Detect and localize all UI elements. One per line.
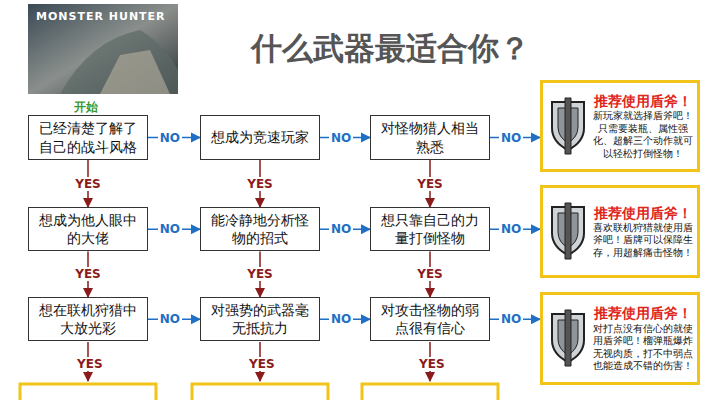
question-box: 想成为竞速玩家 bbox=[200, 115, 320, 160]
edge-label: YES bbox=[73, 267, 103, 281]
question-box: 对强势的武器毫无抵抗力 bbox=[200, 297, 320, 341]
edge-label: NO bbox=[158, 131, 182, 145]
logo-monster bbox=[100, 50, 170, 94]
edge-label: YES bbox=[247, 357, 277, 371]
next-box bbox=[362, 384, 498, 400]
shield-axe-icon bbox=[552, 310, 584, 366]
next-box bbox=[192, 384, 328, 400]
question-box: 已经清楚了解了自己的战斗风格 bbox=[28, 115, 148, 160]
question-box: 对攻击怪物的弱点很有信心 bbox=[370, 297, 490, 341]
edge-label: NO bbox=[158, 222, 182, 236]
question-box: 想成为他人眼中的大佬 bbox=[28, 207, 148, 251]
next-box bbox=[20, 384, 156, 400]
question-text: 对强势的武器毫无抵抗力 bbox=[207, 301, 313, 337]
question-text: 对攻击怪物的弱点很有信心 bbox=[377, 301, 483, 337]
recommend-box: 推荐使用盾斧！对打点没有信心的就使用盾斧吧！榴弹瓶爆炸无视肉质，打不中弱点也能造… bbox=[540, 292, 700, 385]
edge-label: NO bbox=[499, 222, 523, 236]
recommend-body: 新玩家就选择盾斧吧！只需要装瓶、属性强化、超解三个动作就可以轻松打倒怪物！ bbox=[593, 110, 693, 160]
question-box: 想只靠自己的力量打倒怪物 bbox=[370, 207, 490, 251]
recommend-body: 对打点没有信心的就使用盾斧吧！榴弹瓶爆炸无视肉质，打不中弱点也能造成不错的伤害！ bbox=[593, 323, 693, 373]
shield-axe-icon bbox=[552, 98, 584, 154]
question-text: 想在联机狩猎中大放光彩 bbox=[35, 301, 141, 337]
question-text: 能冷静地分析怪物的招式 bbox=[207, 211, 313, 247]
edge-label: NO bbox=[499, 131, 523, 145]
question-box: 想在联机狩猎中大放光彩 bbox=[28, 297, 148, 341]
recommend-title: 推荐使用盾斧！ bbox=[593, 304, 693, 322]
recommend-box: 推荐使用盾斧！喜欢联机狩猎就使用盾斧吧！盾牌可以保障生存，用超解痛击怪物！ bbox=[540, 185, 700, 278]
logo-image bbox=[28, 4, 178, 94]
edge-label: NO bbox=[158, 312, 182, 326]
start-label: 开始 bbox=[74, 99, 98, 116]
edge-label: YES bbox=[245, 177, 275, 191]
recommend-title: 推荐使用盾斧！ bbox=[593, 204, 693, 222]
question-box: 能冷静地分析怪物的招式 bbox=[200, 207, 320, 251]
edge-label: YES bbox=[415, 267, 445, 281]
edge-label: NO bbox=[329, 222, 353, 236]
logo-monster bbox=[60, 30, 178, 94]
edge-label: YES bbox=[415, 177, 445, 191]
edge-label: YES bbox=[245, 267, 275, 281]
logo-text: MONSTER HUNTER bbox=[36, 10, 166, 23]
recommend-box: 推荐使用盾斧！新玩家就选择盾斧吧！只需要装瓶、属性强化、超解三个动作就可以轻松打… bbox=[540, 80, 700, 172]
edge-label: NO bbox=[329, 312, 353, 326]
shield-axe-icon bbox=[552, 203, 584, 259]
chart-title: 什么武器最适合你？ bbox=[180, 28, 600, 70]
edge-label: YES bbox=[417, 357, 447, 371]
question-text: 已经清楚了解了自己的战斗风格 bbox=[35, 119, 141, 155]
question-text: 想成为他人眼中的大佬 bbox=[35, 211, 141, 247]
edge-label: NO bbox=[329, 131, 353, 145]
edge-label: YES bbox=[75, 357, 105, 371]
recommend-body: 喜欢联机狩猎就使用盾斧吧！盾牌可以保障生存，用超解痛击怪物！ bbox=[593, 222, 693, 260]
question-text: 想成为竞速玩家 bbox=[211, 128, 309, 146]
question-text: 想只靠自己的力量打倒怪物 bbox=[377, 211, 483, 247]
edge-label: NO bbox=[499, 312, 523, 326]
question-text: 对怪物猎人相当熟悉 bbox=[377, 119, 483, 155]
edge-label: YES bbox=[73, 177, 103, 191]
question-box: 对怪物猎人相当熟悉 bbox=[370, 115, 490, 160]
recommend-title: 推荐使用盾斧！ bbox=[593, 92, 693, 110]
